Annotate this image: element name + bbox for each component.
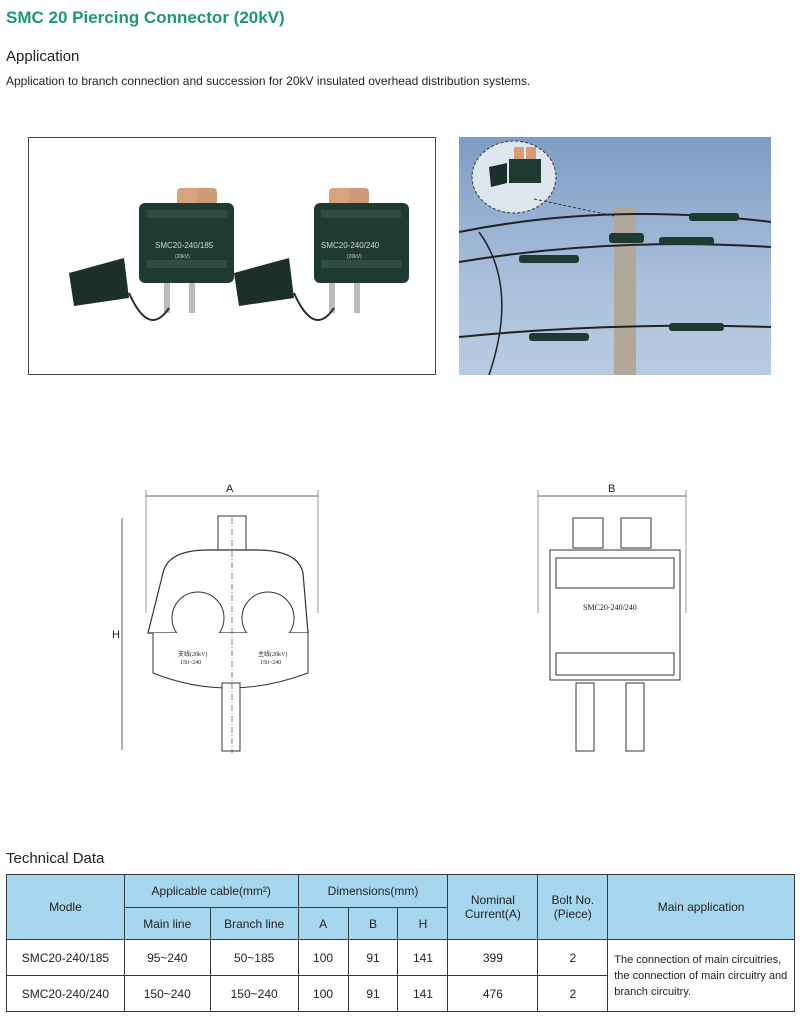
cell-b: 91	[347, 939, 399, 976]
header-b: B	[347, 907, 399, 940]
header-dimensions: Dimensions(mm)	[297, 874, 449, 908]
connector-right: SMC20-240/240 (20kV)	[234, 188, 409, 321]
branch-label: 支线(20kV)	[178, 650, 207, 658]
cell-bolt: 2	[537, 975, 609, 1012]
cell-a: 100	[297, 939, 349, 976]
header-nominal: Nominal Current(A)	[447, 874, 539, 940]
cell-application: The connection of main circuitries, the …	[607, 939, 795, 1012]
pole-photo-illustration	[459, 140, 771, 375]
header-bolt: Bolt No. (Piece)	[537, 874, 609, 940]
table-row: SMC20-240/185 95~240 50~185 100 91 141 3…	[6, 939, 795, 1012]
cell-current: 476	[447, 975, 539, 1012]
side-body-label: SMC20-240/240	[583, 603, 637, 612]
connector-left-sub: (20kV)	[175, 254, 190, 260]
dim-a-label: A	[226, 483, 234, 495]
connector-right-sub: (20kV)	[347, 254, 362, 260]
main-label: 主线(20kV)	[258, 650, 287, 658]
header-cable: Applicable cable(mm²)	[123, 874, 299, 908]
connector-left: SMC20-240/185 (20kV)	[69, 188, 234, 321]
dim-b-label: B	[608, 483, 615, 495]
cell-a: 100	[297, 975, 349, 1012]
technical-data-table: Modle Applicable cable(mm²) Dimensions(m…	[6, 874, 795, 1012]
dim-h-label: H	[112, 629, 120, 641]
cell-b: 91	[347, 975, 399, 1012]
main-range: 150~240	[260, 660, 281, 666]
cell-branch: 150~240	[209, 975, 299, 1012]
side-view-drawing: B SMC20-240/240	[528, 478, 698, 768]
header-branch-line: Branch line	[209, 907, 299, 940]
cell-h: 141	[397, 939, 449, 976]
page-title: SMC 20 Piercing Connector (20kV)	[6, 8, 285, 27]
side-view-svg: B SMC20-240/240	[537, 483, 687, 752]
cell-h: 141	[397, 975, 449, 1012]
technical-data-heading: Technical Data	[6, 850, 105, 867]
connector-product-photo: SMC20-240/185 (20kV) SMC20-240/240 (20kV…	[28, 137, 436, 375]
connector-right-label: SMC20-240/240	[321, 241, 380, 250]
cell-model: SMC20-240/240	[6, 975, 125, 1012]
cell-model: SMC20-240/185	[6, 939, 125, 976]
application-heading: Application	[6, 48, 80, 65]
application-text: Application to branch connection and suc…	[6, 74, 531, 88]
branch-range: 150~240	[180, 660, 201, 666]
front-view-drawing: A H 支线(20kV) 150~240 主线(20kV) 150~240	[108, 478, 348, 768]
cell-main: 150~240	[123, 975, 211, 1012]
header-main-app: Main application	[607, 874, 795, 940]
front-view-svg: A H 支线(20kV) 150~240 主线(20kV) 150~240	[112, 483, 319, 753]
cell-main: 95~240	[123, 939, 211, 976]
header-model: Modle	[6, 874, 125, 940]
pole-installation-photo	[459, 137, 771, 375]
connector-photo-illustration: SMC20-240/185 (20kV) SMC20-240/240 (20kV…	[69, 188, 409, 321]
header-a: A	[297, 907, 349, 940]
header-h: H	[397, 907, 449, 940]
connector-left-label: SMC20-240/185	[155, 241, 214, 250]
cell-branch: 50~185	[209, 939, 299, 976]
table-row: SMC20-240/240 150~240 150~240 100 91 141…	[6, 975, 795, 1012]
cell-bolt: 2	[537, 939, 609, 976]
header-main-line: Main line	[123, 907, 211, 940]
cell-current: 399	[447, 939, 539, 976]
